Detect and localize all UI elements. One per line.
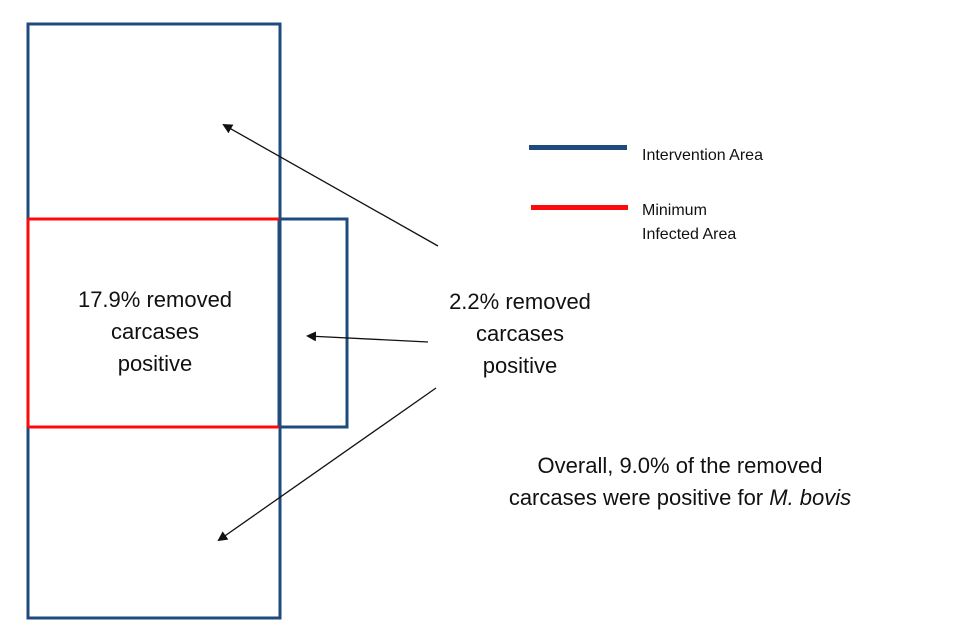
legend-label-intervention-area: Intervention Area: [642, 147, 763, 164]
legend-swatch-intervention-area: [529, 145, 627, 150]
arrow-to-top-area: [222, 124, 439, 247]
arrow-to-bottom-area: [217, 387, 437, 542]
species-name: M. bovis: [769, 485, 852, 510]
legend-label-minimum-infected-area: Minimum Infected Area: [642, 202, 737, 243]
inner-area-label: 17.9% removed carcases positive: [77, 287, 233, 376]
outer-area-label: 2.2% removed carcases positive: [449, 289, 591, 378]
arrow-to-extension-area: [306, 331, 429, 343]
legend-swatch-minimum-infected-area: [531, 205, 628, 210]
intervention-area-extension-box: [277, 217, 349, 429]
overall-summary: Overall, 9.0% of the removed carcases we…: [508, 453, 852, 510]
